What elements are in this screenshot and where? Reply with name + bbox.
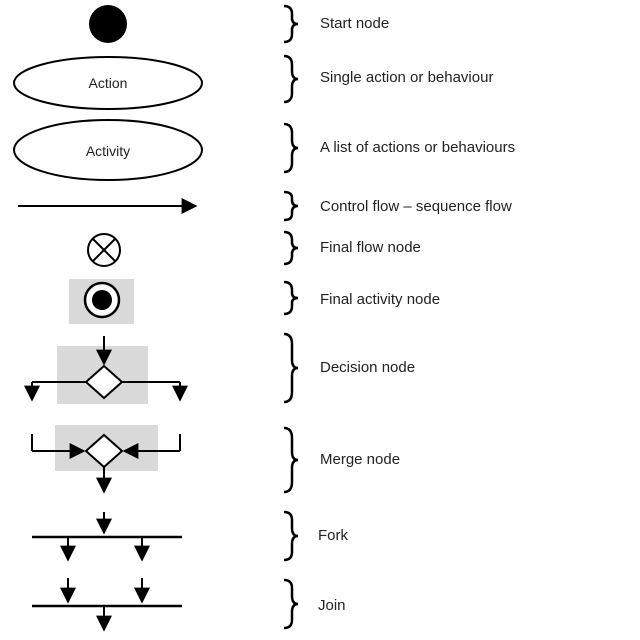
merge-node-row: Merge node xyxy=(31,425,400,494)
brace-icon xyxy=(283,230,299,266)
control-flow-row: Control flow – sequence flow xyxy=(18,190,512,222)
brace-icon xyxy=(283,510,299,562)
action-symbol xyxy=(13,56,203,110)
brace-icon xyxy=(283,190,299,222)
merge-node-label: Merge node xyxy=(320,451,400,468)
action-shape-text: Action xyxy=(89,75,128,91)
activity-symbol xyxy=(13,119,203,181)
final-activity-node-label: Final activity node xyxy=(320,291,440,308)
activity-row: Activity A list of actions or behaviours xyxy=(13,119,515,181)
start-node-label: Start node xyxy=(320,15,389,32)
brace-icon xyxy=(283,122,299,174)
activity-label: A list of actions or behaviours xyxy=(320,139,515,156)
action-label: Single action or behaviour xyxy=(320,69,493,86)
fork-label: Fork xyxy=(318,527,349,544)
final-flow-node-row: Final flow node xyxy=(87,230,421,267)
fork-row: Fork xyxy=(32,510,349,562)
decision-node-symbol xyxy=(84,364,124,400)
start-node-row: Start node xyxy=(89,4,389,44)
brace-icon xyxy=(283,426,299,494)
decision-node-label: Decision node xyxy=(320,359,415,376)
action-row: Action Single action or behaviour xyxy=(13,54,493,110)
decision-node-row: Decision node xyxy=(24,332,415,404)
activity-shape-text: Activity xyxy=(86,143,130,159)
brace-icon xyxy=(283,578,299,630)
final-flow-node-label: Final flow node xyxy=(320,239,421,256)
brace-icon xyxy=(283,280,299,316)
join-label: Join xyxy=(318,597,346,614)
start-node-symbol xyxy=(89,5,127,43)
join-row: Join xyxy=(32,578,346,632)
brace-icon xyxy=(283,4,299,44)
brace-icon xyxy=(283,54,299,104)
control-flow-label: Control flow – sequence flow xyxy=(320,198,512,215)
brace-icon xyxy=(283,332,299,404)
final-activity-node-row: Final activity node xyxy=(69,279,440,324)
